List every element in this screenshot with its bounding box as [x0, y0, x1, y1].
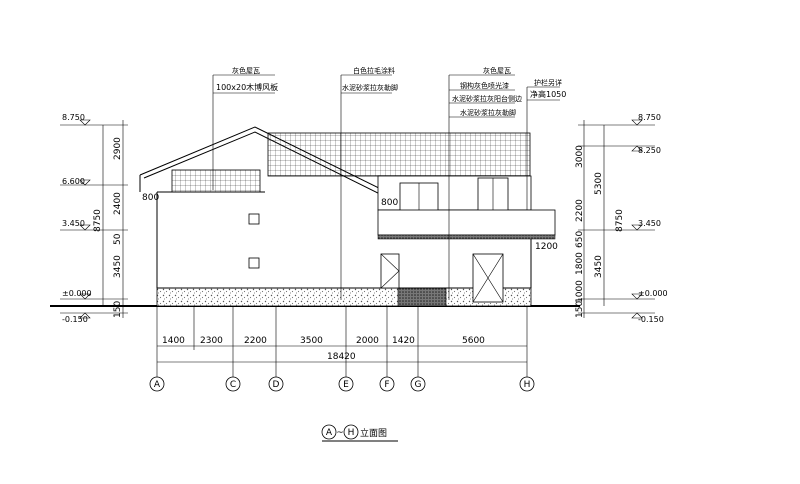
note-c2: 钢构灰色喷光漆: [460, 81, 509, 90]
axis-label-e: E: [343, 380, 349, 390]
dim-bottom-1: 1400: [162, 336, 185, 346]
note-d2: 净高1050: [530, 89, 566, 99]
level-right-1: 8.750: [638, 113, 661, 122]
axis-label-a: A: [154, 380, 161, 390]
level-left-5: -0.150: [62, 315, 88, 324]
axis-label-h: H: [524, 380, 531, 390]
right-level-lines: [578, 119, 655, 319]
note-c1: 灰色屋瓦: [483, 66, 511, 75]
dim-bottom-2: 2300: [200, 336, 223, 346]
dim-left-1: 2900: [113, 137, 123, 160]
note-b2: 水泥砂浆拉灰勒脚: [342, 83, 398, 92]
note-b1: 白色拉毛涂料: [353, 66, 395, 75]
small-window-2: [248, 257, 260, 269]
dim-right-8: 150: [575, 301, 585, 318]
dim-bottom-6: 1420: [392, 336, 415, 346]
axis-bubbles: [149, 376, 535, 392]
level-right-3: 3.450: [638, 219, 661, 228]
dim-bottom-total: 18420: [327, 352, 356, 362]
dim-left-2: 2400: [113, 192, 123, 215]
note-c4: 水泥砂浆拉灰勒脚: [460, 108, 516, 117]
dim-local-2: 800: [381, 198, 398, 208]
axis-label-f: F: [384, 380, 389, 390]
balcony-slab: [377, 234, 556, 240]
axis-label-g: G: [415, 380, 422, 390]
dim-local-3: 1200: [535, 242, 558, 252]
dim-bottom-5: 2000: [356, 336, 379, 346]
dim-right-6: 3450: [594, 255, 604, 278]
level-left-1: 8.750: [62, 113, 85, 122]
annotation-leaders: [212, 74, 560, 300]
dim-local-1: 800: [142, 193, 159, 203]
dim-bottom-7: 5600: [462, 336, 485, 346]
level-right-4: ±0.000: [638, 289, 668, 298]
note-d1: 护栏另详: [534, 78, 562, 87]
level-left-2: 6.600: [62, 177, 85, 186]
axis-label-c: C: [230, 380, 236, 390]
left-roof-tiles: [171, 169, 261, 193]
dim-right-2: 5300: [594, 172, 604, 195]
bottom-dim-lines: [156, 306, 528, 378]
balcony: [377, 209, 556, 236]
dim-right-7: 1000: [575, 280, 585, 303]
title-axis-end: H: [348, 428, 355, 438]
dim-right-3: 2200: [575, 199, 585, 222]
entry-step: [397, 287, 447, 307]
dim-left-3: 50: [113, 233, 123, 245]
left-level-lines: [60, 119, 128, 319]
dim-right-4: 650: [575, 231, 585, 248]
rear-roof-tiles: [267, 132, 531, 177]
level-left-3: 3.450: [62, 219, 85, 228]
title-text: 立面图: [360, 427, 387, 439]
level-left-4: ±0.000: [62, 289, 92, 298]
title-axis-start: A: [326, 428, 333, 438]
drawing-title: [321, 424, 398, 442]
main-gable-roof-inner: [143, 131, 393, 201]
lower-door-left: [380, 253, 400, 289]
dim-left-total: 8750: [93, 209, 103, 232]
small-window-1: [248, 213, 260, 225]
dim-left-4: 3450: [113, 255, 123, 278]
dim-right-total: 8750: [615, 209, 625, 232]
dim-right-1: 3000: [575, 145, 585, 168]
level-right-2: 8.250: [638, 146, 661, 155]
dim-bottom-3: 2200: [244, 336, 267, 346]
axis-label-d: D: [273, 380, 280, 390]
title-tilde: ~: [336, 428, 344, 438]
dim-right-5: 1800: [575, 252, 585, 275]
note-a1: 灰色屋瓦: [232, 66, 260, 75]
note-a2: 100x20木博风板: [216, 82, 278, 92]
level-right-5: -0.150: [638, 315, 664, 324]
dim-left-5: 150: [113, 301, 123, 318]
dim-bottom-4: 3500: [300, 336, 323, 346]
note-c3: 水泥砂浆拉灰阳台侧边: [452, 94, 522, 103]
